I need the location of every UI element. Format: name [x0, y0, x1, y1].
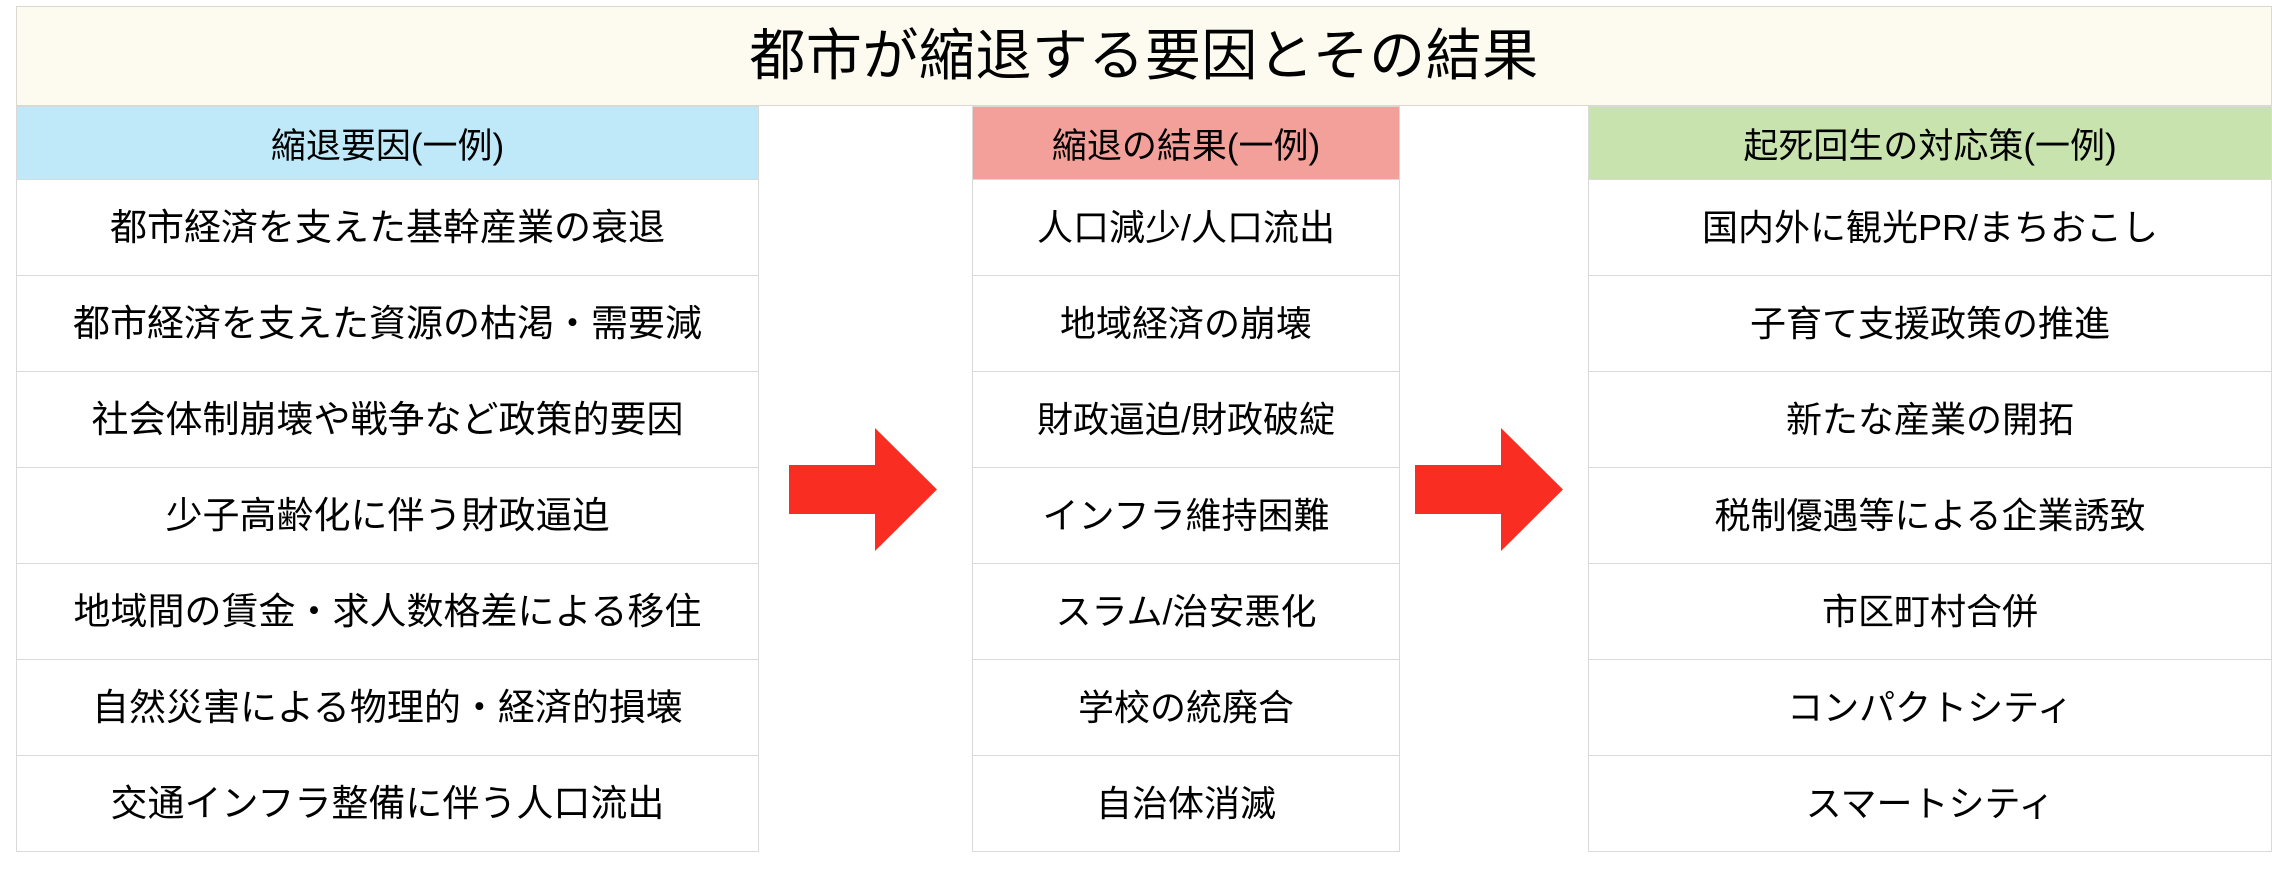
list-item: 市区町村合併 — [1588, 564, 2272, 660]
column-header-results: 縮退の結果(一例) — [972, 106, 1400, 180]
list-item: 新たな産業の開拓 — [1588, 372, 2272, 468]
list-item: 子育て支援政策の推進 — [1588, 276, 2272, 372]
cell-text: 学校の統廃合 — [1077, 686, 1294, 728]
list-item: 都市経済を支えた基幹産業の衰退 — [16, 180, 759, 276]
list-item: 地域間の賃金・求人数格差による移住 — [16, 564, 759, 660]
cell-text: 人口減少/人口流出 — [1036, 206, 1335, 248]
list-item: 学校の統廃合 — [972, 660, 1400, 756]
cell-text: 都市経済を支えた資源の枯渇・需要減 — [73, 303, 702, 344]
cell-text: スマートシティ — [1805, 782, 2055, 824]
column-shrinkage-causes: 縮退要因(一例) 都市経済を支えた基幹産業の衰退 都市経済を支えた資源の枯渇・需… — [16, 106, 759, 852]
cell-text: 子育て支援政策の推進 — [1749, 302, 2110, 344]
cell-text: 国内外に観光PR/まちおこし — [1701, 206, 2158, 248]
list-item: コンパクトシティ — [1588, 660, 2272, 756]
list-item: 財政逼迫/財政破綻 — [972, 372, 1400, 468]
list-item: 自然災害による物理的・経済的損壊 — [16, 660, 759, 756]
cell-text: 都市経済を支えた基幹産業の衰退 — [110, 207, 665, 248]
list-item: 自治体消滅 — [972, 756, 1400, 852]
cell-text: スラム/治安悪化 — [1055, 590, 1317, 632]
list-item: 社会体制崩壊や戦争など政策的要因 — [16, 372, 759, 468]
list-item: 交通インフラ整備に伴う人口流出 — [16, 756, 759, 852]
list-item: インフラ維持困難 — [972, 468, 1400, 564]
list-item: 人口減少/人口流出 — [972, 180, 1400, 276]
cell-text: 少子高齢化に伴う財政逼迫 — [165, 495, 610, 536]
column-header-results-label: 縮退の結果(一例) — [1051, 126, 1321, 166]
page-title: 都市が縮退する要因とその結果 — [16, 6, 2272, 106]
column-header-countermeasures-label: 起死回生の対応策(一例) — [1743, 126, 2117, 166]
list-item: スラム/治安悪化 — [972, 564, 1400, 660]
cell-text: 自治体消滅 — [1095, 782, 1276, 824]
list-item: 国内外に観光PR/まちおこし — [1588, 180, 2272, 276]
list-item: 都市経済を支えた資源の枯渇・需要減 — [16, 276, 759, 372]
column-countermeasures: 起死回生の対応策(一例) 国内外に観光PR/まちおこし 子育て支援政策の推進 新… — [1588, 106, 2272, 852]
cell-text: 財政逼迫/財政破綻 — [1036, 398, 1335, 440]
column-header-countermeasures: 起死回生の対応策(一例) — [1588, 106, 2272, 180]
cell-text: コンパクトシティ — [1787, 686, 2073, 728]
cell-text: 社会体制崩壊や戦争など政策的要因 — [91, 399, 684, 440]
right-arrow-icon — [789, 428, 937, 551]
cell-text: 税制優遇等による企業誘致 — [1714, 494, 2146, 536]
cell-text: 地域経済の崩壊 — [1059, 302, 1312, 344]
cell-text: 地域間の賃金・求人数格差による移住 — [73, 591, 702, 632]
right-arrow-icon — [1415, 428, 1563, 551]
cell-text: 自然災害による物理的・経済的損壊 — [92, 687, 683, 728]
column-header-causes-label: 縮退要因(一例) — [270, 126, 505, 166]
column-header-causes: 縮退要因(一例) — [16, 106, 759, 180]
list-item: 地域経済の崩壊 — [972, 276, 1400, 372]
column-shrinkage-results: 縮退の結果(一例) 人口減少/人口流出 地域経済の崩壊 財政逼迫/財政破綻 イン… — [972, 106, 1400, 852]
page-title-text: 都市が縮退する要因とその結果 — [749, 24, 1539, 87]
cell-text: 市区町村合併 — [1821, 590, 2038, 632]
list-item: 少子高齢化に伴う財政逼迫 — [16, 468, 759, 564]
cell-text: 新たな産業の開拓 — [1785, 398, 2074, 440]
list-item: スマートシティ — [1588, 756, 2272, 852]
cell-text: インフラ維持困難 — [1042, 494, 1330, 536]
list-item: 税制優遇等による企業誘致 — [1588, 468, 2272, 564]
cell-text: 交通インフラ整備に伴う人口流出 — [110, 783, 665, 824]
